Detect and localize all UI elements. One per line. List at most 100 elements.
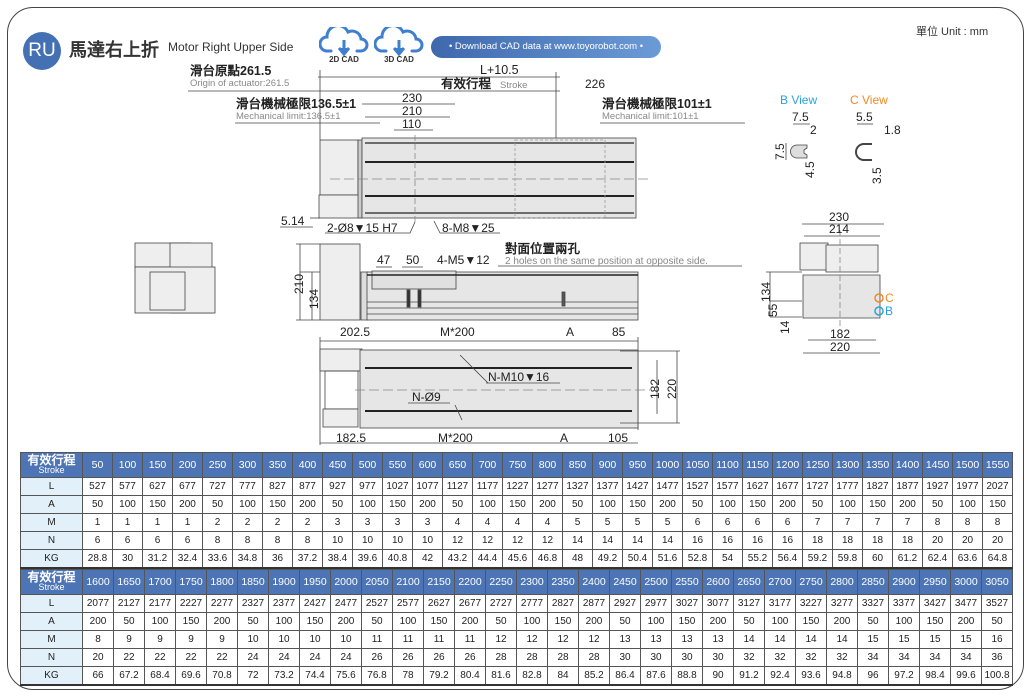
cell-value: 34	[950, 648, 982, 667]
cell-value: 10	[237, 630, 269, 649]
cell-value: 74.4	[299, 666, 331, 686]
cell-value: 98.4	[919, 666, 951, 686]
stroke-value: 1050	[682, 452, 713, 478]
stroke-value: 750	[502, 452, 533, 478]
cell-value: 7	[802, 513, 833, 532]
b-view-profile	[785, 123, 810, 160]
cell-value: 85.2	[578, 666, 610, 686]
download-cad-link[interactable]: • Download CAD data at www.toyorobot.com…	[431, 36, 661, 58]
cell-value: 33.6	[202, 549, 233, 569]
cell-value: 10	[322, 531, 353, 550]
cell-value: 3	[382, 513, 413, 532]
cell-value: 100	[712, 495, 743, 514]
bottom-dim-bot-0: 182.5	[336, 431, 366, 445]
cell-value: 3077	[702, 594, 734, 613]
cell-value: 99.6	[950, 666, 982, 686]
cell-value: 100	[352, 495, 383, 514]
stroke-value: 2650	[733, 569, 765, 595]
cell-value: 30	[671, 648, 703, 667]
cell-value: 2	[262, 513, 293, 532]
stroke-value: 2500	[640, 569, 672, 595]
cell-value: 46.8	[532, 549, 563, 569]
cell-value: 50	[202, 495, 233, 514]
cell-value: 1427	[622, 477, 653, 496]
stroke-value: 50	[82, 452, 113, 478]
cell-value: 76.8	[361, 666, 393, 686]
cell-value: 1277	[532, 477, 563, 496]
cell-value: 200	[652, 495, 683, 514]
cell-value: 82.8	[516, 666, 548, 686]
stroke-value: 1350	[862, 452, 893, 478]
top-view	[188, 70, 745, 234]
cell-value: 8	[82, 630, 114, 649]
cell-value: 11	[392, 630, 424, 649]
stroke-value: 2250	[485, 569, 517, 595]
stroke-value: 2950	[919, 569, 951, 595]
cell-value: 150	[175, 612, 207, 631]
cell-value: 9	[144, 630, 176, 649]
cell-value: 12	[502, 531, 533, 550]
stroke-value: 100	[112, 452, 143, 478]
cell-value: 2927	[609, 594, 641, 613]
cell-value: 10	[352, 531, 383, 550]
cell-value: 11	[454, 630, 486, 649]
cad-3d-button[interactable]: 3D CAD	[373, 27, 425, 64]
stroke-value: 2750	[795, 569, 827, 595]
cell-value: 73.2	[268, 666, 300, 686]
callout-pin: 2-Ø8▼15 H7	[327, 221, 398, 235]
cell-value: 200	[454, 612, 486, 631]
stroke-value: 1700	[144, 569, 176, 595]
cell-value: 100	[764, 612, 796, 631]
cell-value: 9	[175, 630, 207, 649]
cell-value: 1	[82, 513, 113, 532]
cell-value: 6	[142, 531, 173, 550]
cell-value: 10	[330, 630, 362, 649]
cell-value: 18	[832, 531, 863, 550]
cell-value: 11	[423, 630, 455, 649]
cell-value: 18	[802, 531, 833, 550]
cell-value: 54	[712, 549, 743, 569]
cell-value: 50	[802, 495, 833, 514]
cell-value: 100	[952, 495, 983, 514]
cell-value: 32	[795, 648, 827, 667]
b-view-dim-slot: 2	[810, 123, 817, 137]
cell-value: 5	[592, 513, 623, 532]
cell-value: 2377	[268, 594, 300, 613]
mech-limit-left-zh: 滑台機械極限136.5±1	[236, 96, 356, 111]
dim-47: 47	[377, 253, 391, 267]
cell-value: 10	[382, 531, 413, 550]
cell-value: 200	[772, 495, 803, 514]
cell-value: 14	[795, 630, 827, 649]
b-view-title: B View	[780, 93, 817, 107]
stroke-value: 1300	[832, 452, 863, 478]
cell-value: 1627	[742, 477, 773, 496]
cell-value: 63.6	[952, 549, 983, 569]
cell-value: 50	[682, 495, 713, 514]
cell-value: 3	[322, 513, 353, 532]
stroke-value: 1650	[113, 569, 145, 595]
cell-value: 31.2	[142, 549, 173, 569]
cell-value: 10	[268, 630, 300, 649]
cell-value: 200	[82, 612, 114, 631]
cell-value: 3027	[671, 594, 703, 613]
cell-value: 56.4	[772, 549, 803, 569]
cell-value: 100	[392, 612, 424, 631]
cell-value: 1377	[592, 477, 623, 496]
cad-2d-button[interactable]: 2D CAD	[318, 27, 370, 64]
cell-value: 5	[652, 513, 683, 532]
cell-value: 150	[547, 612, 579, 631]
origin-zh: 滑台原點261.5	[190, 63, 271, 78]
cell-value: 3527	[981, 594, 1013, 613]
cell-value: 1877	[892, 477, 923, 496]
cell-value: 61.2	[892, 549, 923, 569]
cell-value: 100.8	[981, 666, 1013, 686]
cell-value: 3377	[888, 594, 920, 613]
stroke-value: 650	[442, 452, 473, 478]
cell-value: 1977	[952, 477, 983, 496]
cell-value: 86.4	[609, 666, 641, 686]
